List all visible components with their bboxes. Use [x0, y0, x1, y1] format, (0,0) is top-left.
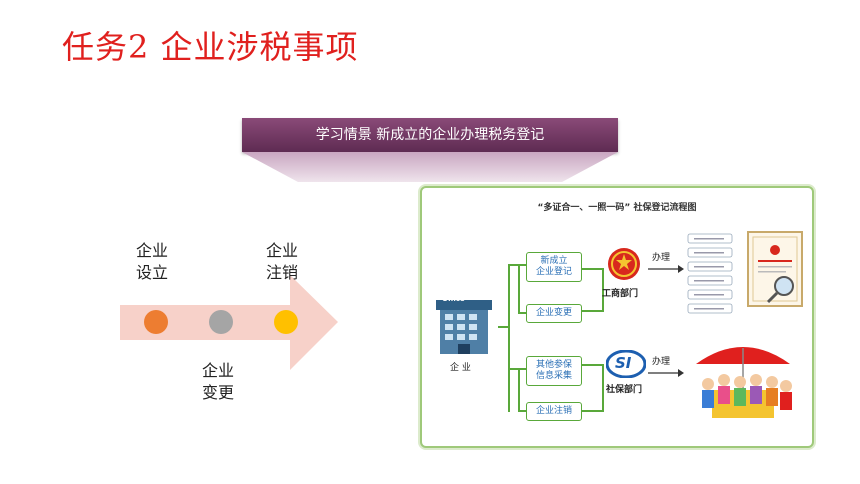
connector: [518, 264, 526, 266]
insured-workers-illustration: [696, 347, 792, 418]
industry-department-label: 工商部门: [602, 289, 639, 299]
connector: [582, 410, 604, 412]
connector: [582, 364, 604, 366]
connector: [518, 410, 526, 412]
enterprise-label: 企 业: [450, 363, 471, 373]
handle-label-social: 办理: [652, 357, 671, 367]
social-insurance-flowchart: “多证合一、一照一码” 社保登记流程图 Office 企 业 新成立 企业登记 …: [420, 186, 814, 448]
si-logo-text: SI: [615, 354, 632, 372]
connector: [602, 268, 604, 312]
umbrella-tag: 职工参保: [734, 339, 762, 347]
connector: [518, 368, 526, 370]
connector: [518, 368, 520, 412]
page-title: 任务2 企业涉税事项: [62, 28, 359, 66]
office-sign: Office: [442, 295, 465, 303]
connector: [582, 268, 604, 270]
scenario-banner: 学习情景 新成立的企业办理税务登记: [242, 118, 618, 152]
social-insurance-logo-icon: [606, 350, 646, 378]
national-emblem-icon: [608, 248, 640, 280]
connector: [602, 364, 604, 412]
office-building-icon: [436, 300, 492, 354]
social-department-label: 社保部门: [606, 385, 643, 395]
stage-change-label: 企业 变更: [202, 361, 235, 402]
arrow-right-icon: [648, 265, 684, 273]
connector: [498, 326, 510, 328]
stage-cancel-dot: [274, 310, 298, 334]
stage-cancel-label: 企业 注销: [266, 241, 299, 282]
business-license-icon: [747, 231, 803, 307]
connector: [518, 312, 526, 314]
arrow-right-icon: [648, 369, 684, 377]
cancel-box: 企业注销: [526, 402, 582, 421]
handle-label-industry: 办理: [652, 253, 671, 263]
connector: [508, 368, 518, 370]
change-box: 企业变更: [526, 304, 582, 323]
stage-change-dot: [209, 310, 233, 334]
banner-trapezoid: [242, 152, 618, 182]
certificate-list-graphic: [687, 233, 733, 314]
stage-setup-label: 企业 设立: [136, 241, 169, 282]
connector: [582, 310, 604, 312]
enterprise-lifecycle-timeline: 企业 设立 企业 注销 企业 变更: [120, 240, 350, 410]
connector: [508, 264, 510, 412]
connector: [508, 264, 518, 266]
other-insurance-box: 其他参保 信息采集: [526, 356, 582, 386]
connector: [518, 264, 520, 312]
new-registration-box: 新成立 企业登记: [526, 252, 582, 282]
flowchart-title: “多证合一、一照一码” 社保登记流程图: [537, 203, 697, 213]
stage-setup-dot: [144, 310, 168, 334]
